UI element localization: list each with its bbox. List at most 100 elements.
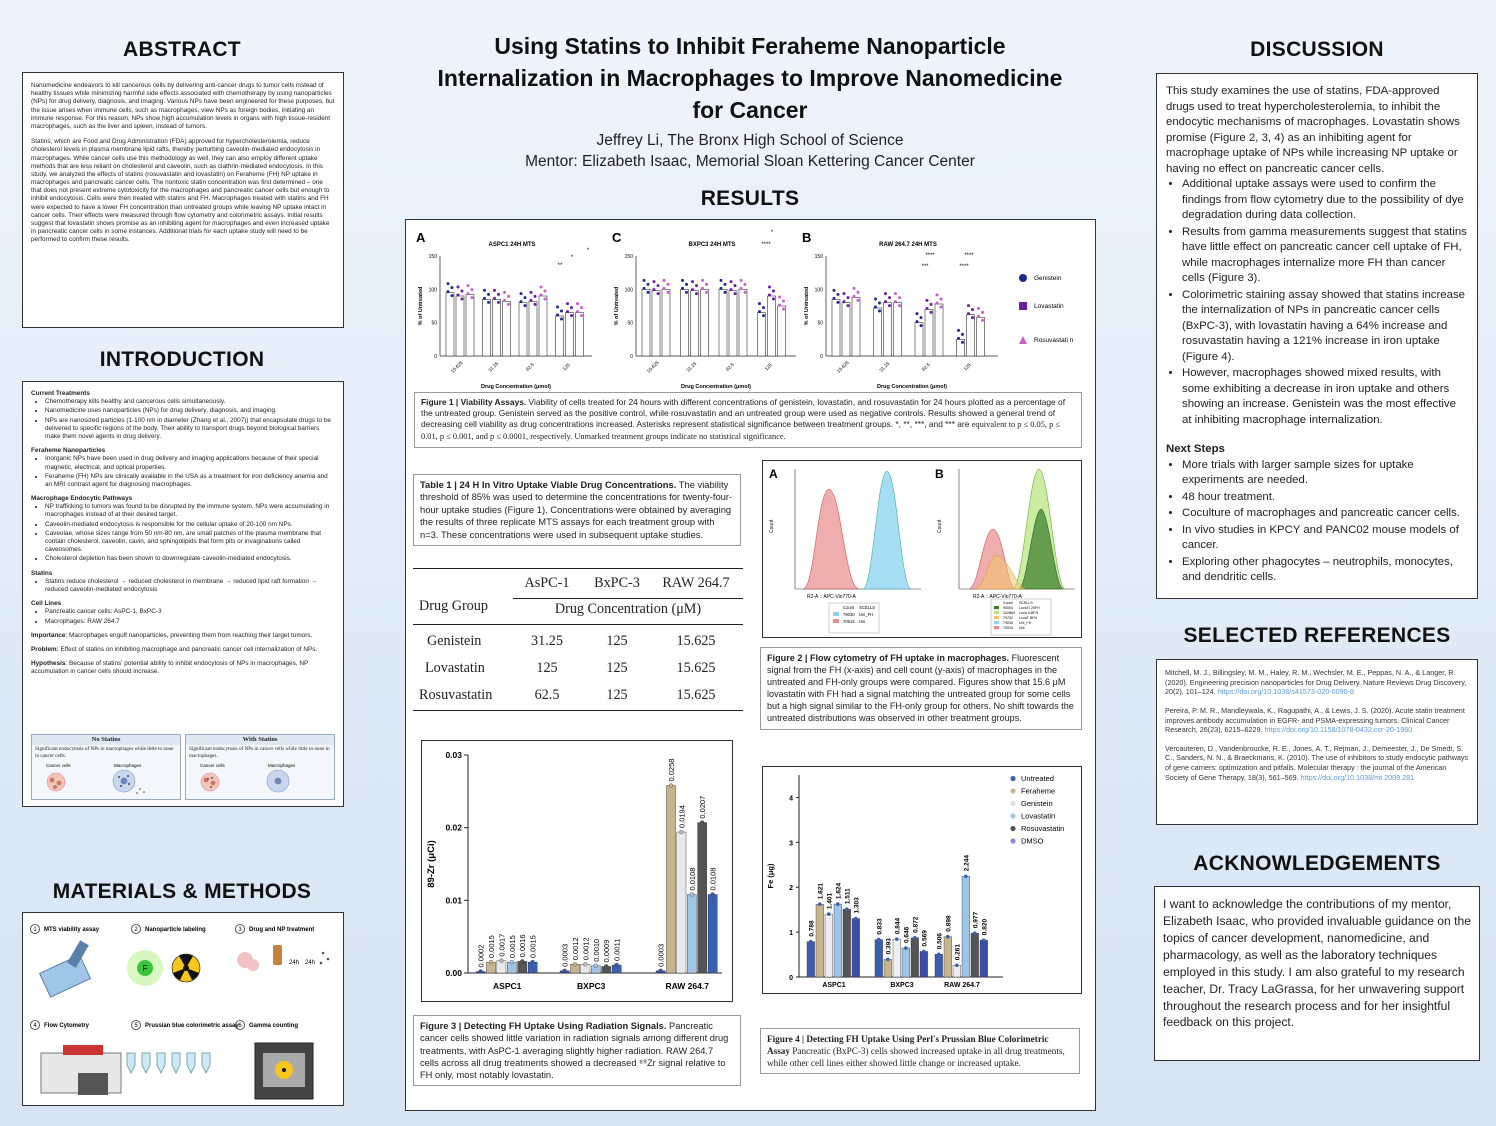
data-point	[593, 963, 598, 968]
legend-marker	[1010, 825, 1016, 832]
data-point	[733, 284, 737, 288]
data-label: 0.898	[945, 915, 952, 932]
x-category-label: RAW 264.7	[944, 982, 980, 989]
data-point	[955, 963, 959, 968]
bar	[806, 941, 815, 978]
pathways-list: NP trafficking to tumors was found to be…	[45, 503, 335, 563]
reference-link[interactable]: https://doi.org/10.1158/1078-0432.ccr-20…	[1264, 725, 1413, 735]
legend-marker	[1019, 336, 1027, 344]
data-point	[827, 912, 831, 916]
list-item: Cholesterol depletion has been shown to …	[45, 555, 335, 563]
flow-ylabel-b: Count	[937, 519, 943, 533]
data-point	[543, 289, 547, 293]
legend-label: Genistein	[1034, 275, 1062, 282]
x-category-label: BXPC3	[577, 981, 606, 991]
flow-xlabel-b: R2-A :: APC-Vio770-A	[973, 594, 1022, 600]
data-point	[719, 278, 723, 282]
reference-link[interactable]: https://doi.org/10.1038/mt.2009.281	[1300, 772, 1415, 782]
panel-letter: A	[416, 230, 426, 245]
data-point	[519, 300, 523, 304]
data-label: 0.261	[954, 944, 961, 961]
data-point	[977, 306, 980, 310]
data-point	[529, 290, 533, 294]
bar	[700, 289, 709, 357]
svg-text:Flow Cytometry: Flow Cytometry	[44, 1023, 90, 1029]
data-label: 0.0002	[477, 945, 486, 968]
svg-text:79030: 79030	[1003, 621, 1013, 625]
data-point	[446, 282, 450, 286]
data-point	[922, 949, 926, 954]
bar	[914, 322, 924, 357]
data-point	[782, 299, 785, 303]
data-point	[743, 290, 747, 294]
references-box: Mitchell, M. J., Billingsley, M. M., Hal…	[1156, 659, 1478, 825]
svg-text:70515: 70515	[843, 619, 855, 624]
data-label: 0.0003	[657, 944, 666, 967]
data-label: 0.506	[936, 933, 943, 950]
x-category-label: BXPC3	[890, 982, 913, 989]
histogram-fh-only	[862, 470, 912, 590]
data-point	[666, 290, 670, 294]
table-col-header: AsPC-1	[524, 575, 570, 591]
legend-label: Untreated	[1021, 774, 1054, 783]
data-point	[842, 300, 846, 304]
data-point	[470, 296, 474, 300]
panel-letter: B	[802, 230, 811, 245]
table-row: Genistein 31.25 125 15.625	[427, 633, 716, 649]
data-point	[662, 286, 666, 290]
table-subheader-row: Drug Group Drug Concentration (μM)	[413, 598, 743, 625]
data-point	[739, 286, 743, 290]
data-point	[470, 288, 474, 292]
data-point	[460, 297, 464, 301]
flow-ylabel-a: Count	[769, 519, 775, 533]
data-point	[977, 314, 980, 318]
reference-link[interactable]: https://doi.org/10.1038/s41573-020-0090-…	[1217, 687, 1355, 697]
data-point	[743, 282, 747, 286]
data-point	[762, 306, 765, 310]
data-point	[658, 968, 663, 973]
data-point	[878, 301, 881, 305]
bar	[661, 289, 671, 357]
bar	[680, 289, 689, 357]
y-tick-label: 0.01	[445, 895, 462, 905]
data-label: 0.0009	[602, 940, 611, 963]
data-point	[854, 916, 858, 921]
mentor-line: Mentor: Elizabeth Isaac, Memorial Sloan …	[525, 153, 975, 170]
bar	[883, 302, 892, 357]
bar	[757, 312, 766, 357]
step-mts-assay: 1 MTS viability assay	[30, 924, 100, 998]
data-point	[533, 302, 537, 306]
data-label: 0.833	[876, 918, 883, 935]
data-point	[701, 278, 704, 282]
bar	[919, 951, 928, 978]
bar	[687, 894, 697, 974]
pathways-heading: Macrophage Endocytic Pathways	[31, 495, 133, 503]
no-statins-subtitle: Significant endocytosis of NPs in macrop…	[35, 746, 174, 759]
data-point	[894, 300, 897, 304]
data-label: 0.393	[885, 938, 892, 955]
results-title: RESULTS	[700, 187, 800, 210]
abstract-title: ABSTRACT	[123, 38, 241, 61]
data-point	[913, 936, 917, 940]
hypothesis-text: Hypothesis: Because of statins' potentia…	[31, 660, 309, 676]
concentration-header: Drug Concentration (μM)	[513, 598, 743, 618]
data-point	[971, 308, 974, 312]
x-tick-label: 15.625	[646, 360, 661, 375]
legend-marker	[1019, 302, 1027, 310]
legend-label: Rosuvastatin	[1021, 824, 1064, 833]
data-label: 1.303	[853, 897, 860, 914]
data-point	[888, 296, 891, 300]
data-point	[570, 306, 573, 310]
bar	[924, 309, 934, 357]
data-point	[652, 288, 656, 292]
list-item: However, macrophages showed mixed result…	[1182, 366, 1468, 428]
data-point	[466, 284, 470, 288]
svg-text:6: 6	[238, 1023, 242, 1029]
svg-text:102884: 102884	[1003, 611, 1015, 615]
legend-label: Genistein	[1021, 799, 1053, 808]
svg-text:90004: 90004	[1003, 606, 1013, 610]
bar	[738, 289, 748, 357]
flow-xlabel-a: R2-A :: APC-Vio770-A	[807, 594, 856, 600]
x-tick-label: 31.25	[487, 361, 500, 374]
